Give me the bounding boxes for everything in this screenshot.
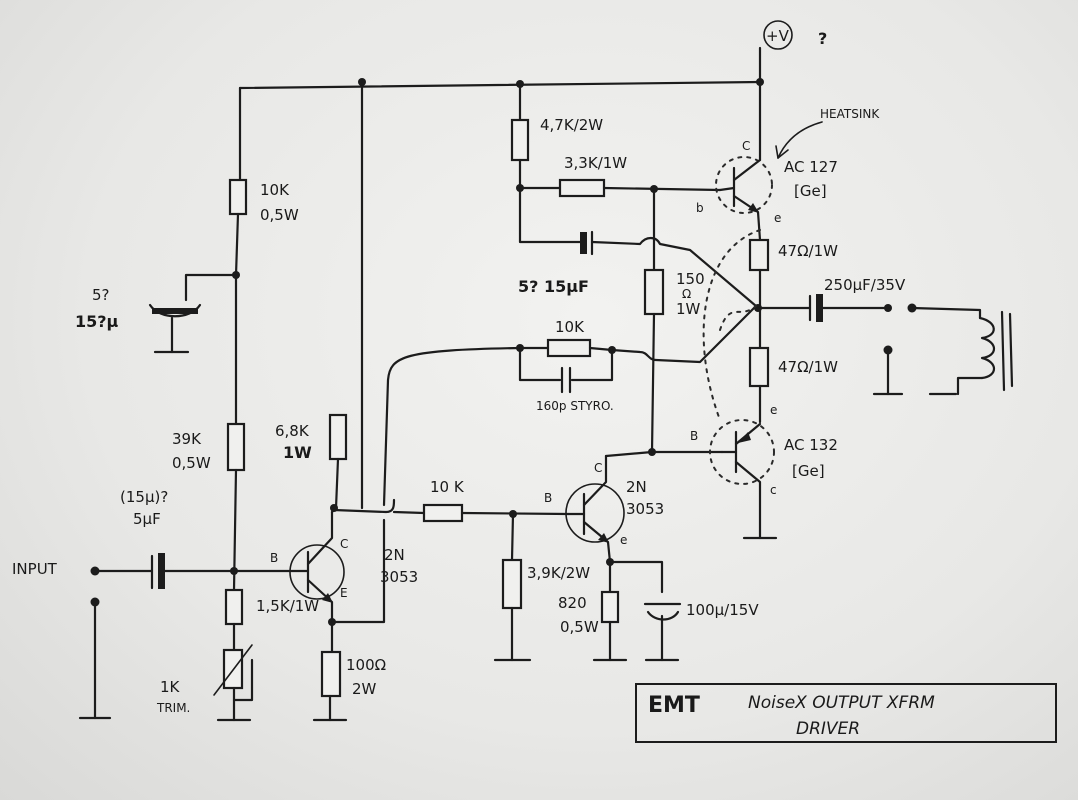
r-10k-top-value: 10K	[260, 181, 290, 199]
title-line2: DRIVER	[796, 719, 860, 739]
bias-divider: 10K 0,5W 5? 15?μ 39K 0,5W 1,5K/1W 1K TRI…	[75, 178, 319, 722]
c-input-value: 5μF	[133, 510, 161, 528]
r-100-rating: 2W	[352, 680, 377, 698]
r-10k-top-rating: 0,5W	[260, 206, 299, 224]
output-stage: 47Ω/1W 250μF/35V 47Ω/1W	[702, 229, 917, 424]
title-line1: NoiseX OUTPUT XFRM	[748, 693, 935, 713]
interstage-network: 10 K 3,9K/2W	[422, 478, 590, 662]
npn-transistor-icon	[715, 156, 773, 242]
q1-emitter-load: 100Ω 2W	[312, 346, 522, 722]
supply-label: +V	[766, 27, 790, 45]
r-150-rating: 1W	[676, 300, 701, 318]
r-6k8-rating: 1W	[283, 443, 312, 462]
q4-collector-pin: c	[770, 483, 777, 497]
npn-transistor-icon	[565, 454, 625, 564]
q1-base-pin: B	[270, 551, 278, 565]
input-section: INPUT (15μ)? 5μF	[12, 488, 292, 720]
q2-emitter-pin: e	[620, 533, 627, 547]
r-47-bot-value: 47Ω/1W	[778, 358, 838, 376]
q1-emitter-pin: E	[340, 586, 348, 600]
r-150-unit: Ω	[682, 287, 691, 301]
r-39k-rating: 0,5W	[172, 454, 211, 472]
r-47-top-value: 47Ω/1W	[778, 242, 838, 260]
supply-note: ?	[818, 29, 827, 48]
title-block: EMT NoiseX OUTPUT XFRM DRIVER	[635, 683, 1057, 743]
transformer-icon	[910, 306, 1014, 396]
pnp-transistor-icon	[709, 419, 775, 540]
r-6k8-value: 6,8K	[275, 422, 310, 440]
r-39k-value: 39K	[172, 430, 202, 448]
q2-collector-pin: C	[594, 461, 602, 475]
heatsink-label: HEATSINK	[820, 107, 880, 121]
q1-type-b: 3053	[380, 568, 418, 586]
q4-emitter-pin: e	[770, 403, 777, 417]
q3-material: [Ge]	[794, 182, 827, 200]
q1-collector-pin: C	[340, 537, 348, 551]
r-820-value: 820	[558, 594, 587, 612]
q1-collector-load: 6,8K 1W	[275, 413, 426, 515]
q3-collector-pin: C	[742, 139, 750, 153]
r-1k5-value: 1,5K/1W	[256, 597, 319, 615]
r-4k7-value: 4,7K/2W	[540, 116, 603, 134]
npn-transistor-icon	[288, 510, 345, 624]
c-bias-label: 5?	[92, 286, 110, 304]
q4-type: AC 132	[784, 436, 838, 454]
c-bias-value: 15?μ	[75, 312, 119, 331]
c-boot-value: 5? 15μF	[518, 277, 589, 296]
q3-base-pin: b	[696, 201, 704, 215]
r-3k9-value: 3,9K/2W	[527, 564, 590, 582]
r-150-value: 150	[676, 270, 705, 288]
r-820-rating: 0,5W	[560, 618, 599, 636]
q2-type-b: 3053	[626, 500, 664, 518]
trim-value: 1K	[160, 678, 181, 696]
c-out-value: 250μF/35V	[824, 276, 906, 294]
q4-base-pin: B	[690, 429, 698, 443]
q3-type: AC 127	[784, 158, 838, 176]
r-10k-fb-value: 10K	[555, 318, 585, 336]
r-10k-series-value: 10 K	[430, 478, 465, 496]
c-input-label: (15μ)?	[120, 488, 168, 506]
q2-base-pin: B	[544, 491, 552, 505]
title-brand: EMT	[648, 693, 700, 718]
input-label: INPUT	[12, 560, 58, 578]
bootstrap-network: 4,7K/2W 3,3K/1W 5? 15μF 150 Ω 1W	[510, 116, 758, 454]
q1-type-a: 2N	[384, 546, 405, 564]
r-100-value: 100Ω	[346, 656, 386, 674]
q4-material: [Ge]	[792, 462, 825, 480]
q2-emitter-network: 820 0,5W 100μ/15V	[558, 558, 759, 662]
c-fb-value: 160p STYRO.	[536, 399, 614, 413]
supply-rail	[238, 46, 764, 510]
c-emitter-value: 100μ/15V	[686, 601, 759, 619]
supply-terminal: +V ?	[763, 20, 827, 50]
trim-label: TRIM.	[156, 701, 190, 715]
q3-emitter-pin: e	[774, 211, 781, 225]
q2-type-a: 2N	[626, 478, 647, 496]
r-3k3-value: 3,3K/1W	[564, 154, 627, 172]
q2-collector-wire	[604, 450, 724, 458]
feedback-network: 10K 160p STYRO.	[516, 304, 758, 413]
